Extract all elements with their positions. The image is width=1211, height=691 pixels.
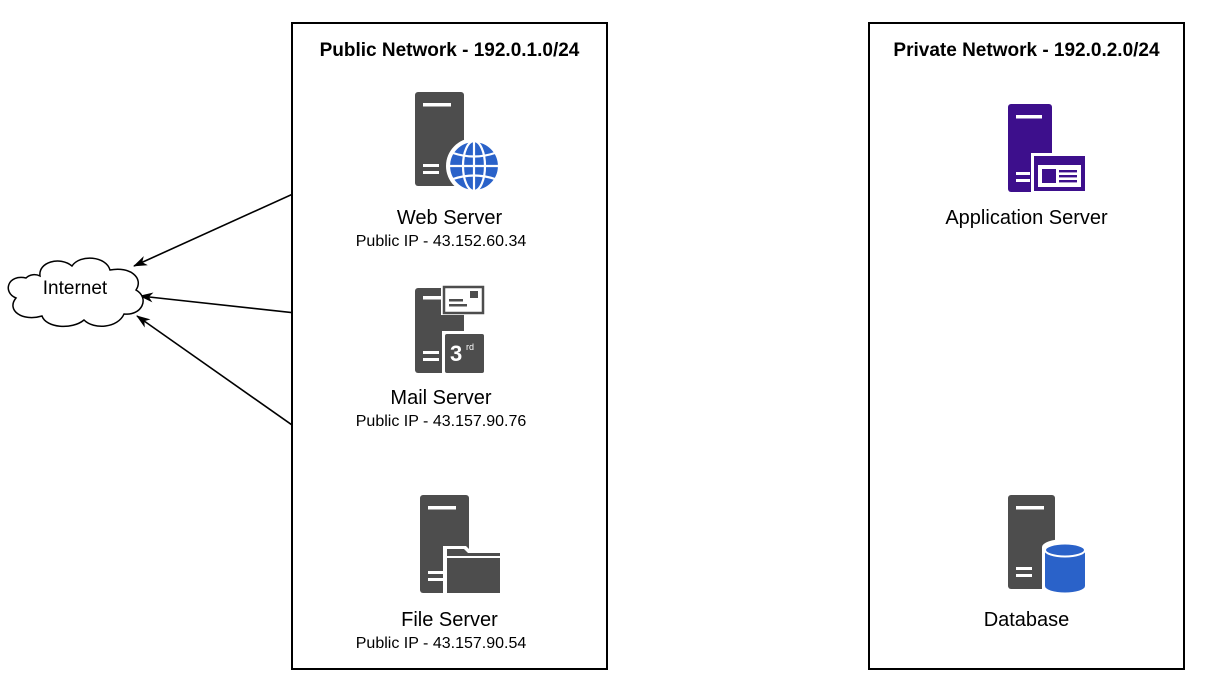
mail-server-icon: 3 rd	[415, 285, 487, 375]
mail-badge-suffix: rd	[466, 342, 474, 352]
mail-server-label: Mail Server	[390, 387, 492, 409]
web-server-icon	[415, 92, 502, 194]
web-server-label: Web Server	[396, 207, 503, 229]
internet-label: Internet	[42, 278, 108, 299]
application-server-label: Application Server	[945, 207, 1108, 229]
application-server-icon	[1008, 104, 1088, 194]
mail-server-ip: Public IP - 43.157.90.76	[355, 413, 527, 430]
file-server-icon	[420, 495, 502, 594]
private-network-title: Private Network - 192.0.2.0/24	[893, 40, 1160, 61]
file-server-ip: Public IP - 43.157.90.54	[355, 635, 527, 652]
file-server-label: File Server	[401, 609, 498, 631]
web-server-ip: Public IP - 43.152.60.34	[355, 233, 527, 250]
internet-cloud-icon	[7, 257, 144, 328]
mail-badge-number: 3	[450, 341, 462, 366]
public-network-title: Public Network - 192.0.1.0/24	[319, 40, 580, 61]
database-server-icon	[1008, 495, 1088, 595]
database-label: Database	[983, 609, 1070, 631]
